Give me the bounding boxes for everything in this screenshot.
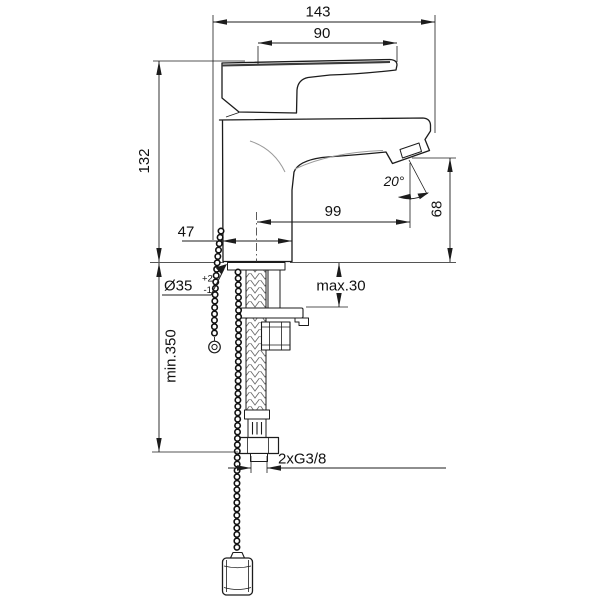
chain-stay-strand xyxy=(210,227,225,341)
dim-2xg38-label: 2xG3/8 xyxy=(278,451,326,468)
hose-ferrule xyxy=(244,409,270,420)
dim-hose-min350: min.350 xyxy=(152,263,238,453)
lever-top-shading xyxy=(221,60,391,67)
dim-143-label: 143 xyxy=(305,4,330,21)
callout-hole-diameter: Ø35 +2 -1 xyxy=(162,264,227,296)
dim-height-132: 132 xyxy=(136,60,245,262)
spout-underside-line xyxy=(294,150,384,170)
flange-clip xyxy=(294,317,309,326)
plug-chain-strand xyxy=(233,268,243,557)
threaded-shank xyxy=(267,269,281,309)
dia35-tol-lower: -1 xyxy=(204,285,212,296)
aerator-insert xyxy=(399,142,422,159)
dim-max30-label: max.30 xyxy=(316,278,365,295)
dim-99-label: 99 xyxy=(325,203,342,220)
dim-min350-label: min.350 xyxy=(163,329,180,382)
dia35-label: Ø35 xyxy=(164,278,192,295)
faucet-lever-handle xyxy=(221,58,398,114)
hose-connection-nut xyxy=(236,436,280,455)
dim-outlet-68: 68 xyxy=(412,157,456,262)
dim-20deg-label: 20° xyxy=(383,174,405,189)
dim-90-label: 90 xyxy=(314,25,331,42)
faucet-body-spout xyxy=(218,117,432,263)
basin-plug xyxy=(221,551,254,596)
mounting-nut xyxy=(260,321,291,351)
hose-end-fitting xyxy=(247,418,267,438)
dia35-tol-upper: +2 xyxy=(202,274,213,285)
base-gasket-plate xyxy=(227,262,286,271)
dim-132-label: 132 xyxy=(136,148,153,173)
dim-68-label: 68 xyxy=(429,201,446,218)
dim-handle-90: 90 xyxy=(257,25,398,64)
dim-deck-max30: max.30 xyxy=(306,263,366,308)
dim-thread-2xg38: 2xG3/8 xyxy=(228,451,446,473)
spout-inner-curve xyxy=(249,140,286,173)
thread-tail xyxy=(250,453,268,462)
chain-ring xyxy=(208,337,221,354)
faucet-drawing xyxy=(150,58,456,596)
dim-base-47: 47 xyxy=(178,224,292,244)
handle-base-seam xyxy=(225,112,240,118)
dim-angle-20: 20° xyxy=(383,159,429,200)
dim-overall-143: 143 xyxy=(212,4,436,240)
mounting-flange xyxy=(239,307,304,319)
dim-reach-99: 99 xyxy=(257,163,411,228)
dim-47-label: 47 xyxy=(178,224,195,241)
